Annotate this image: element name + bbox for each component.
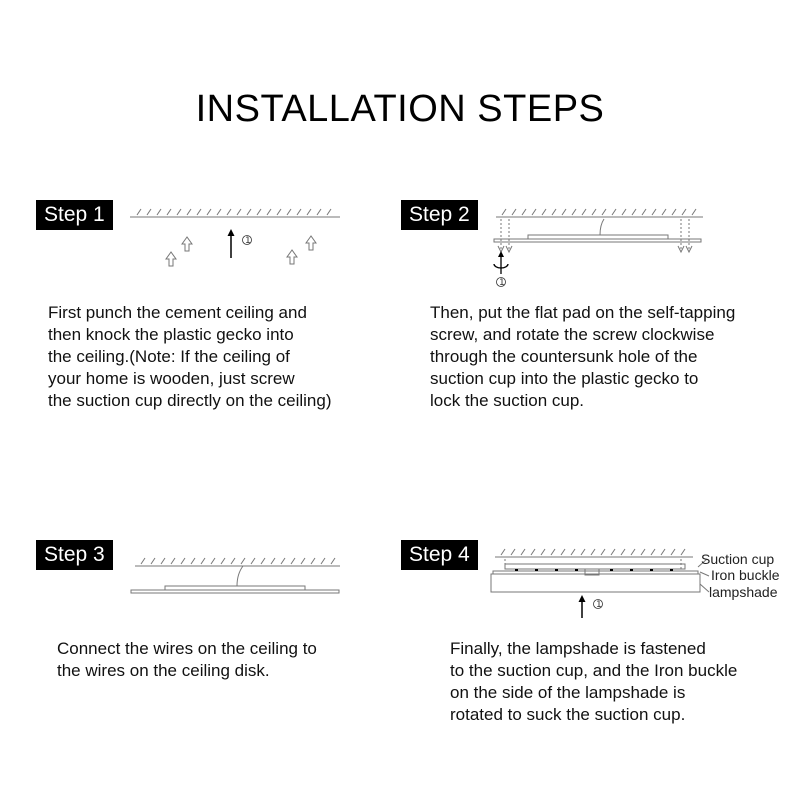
ceiling-hatch	[136, 208, 332, 216]
step-2-diagram: 1	[493, 208, 703, 288]
step-1-text: First punch the cement ceiling and then …	[48, 303, 332, 410]
step-1-diagram: 1	[130, 208, 340, 267]
step-2-badge: Step 2	[401, 200, 478, 230]
step-3-text: Connect the wires on the ceiling to the …	[57, 639, 317, 680]
wire	[599, 218, 605, 236]
page-title: INSTALLATION STEPS	[195, 88, 605, 130]
svg-text:1: 1	[596, 600, 602, 610]
step-3-badge: Step 3	[36, 540, 113, 570]
callout-line	[699, 583, 710, 593]
flat-pad	[164, 585, 306, 591]
up-arrow-icon	[578, 595, 586, 602]
label-suction-cup: Suction cup	[701, 551, 774, 567]
svg-text:1: 1	[499, 278, 505, 288]
step-4-badge: Step 4	[401, 540, 478, 570]
suction-cup	[504, 563, 686, 570]
callout-line	[699, 571, 710, 577]
svg-text:1: 1	[245, 236, 251, 246]
anchor-arrow-icon	[165, 251, 177, 267]
step-4-text: Finally, the lampshade is fastened to th…	[450, 639, 738, 724]
anchor-arrow-icon	[286, 249, 298, 265]
step-1-badge: Step 1	[36, 200, 113, 230]
flat-pad	[527, 234, 669, 240]
up-arrow-icon	[227, 229, 235, 236]
lampshade	[490, 573, 701, 593]
step-3-diagram	[130, 557, 340, 594]
anchor-arrow-icon	[181, 236, 193, 252]
rotate-arrow-icon	[493, 251, 509, 274]
step-4-diagram: 1 Suction cup Iron buckle lampshade	[490, 548, 780, 618]
anchor-arrow-icon	[305, 235, 317, 251]
step-2-text: Then, put the flat pad on the self-tappi…	[430, 303, 736, 410]
label-lampshade: lampshade	[709, 584, 778, 600]
callout-line	[697, 558, 708, 568]
wire	[236, 565, 244, 587]
label-iron-buckle: Iron buckle	[711, 567, 780, 583]
